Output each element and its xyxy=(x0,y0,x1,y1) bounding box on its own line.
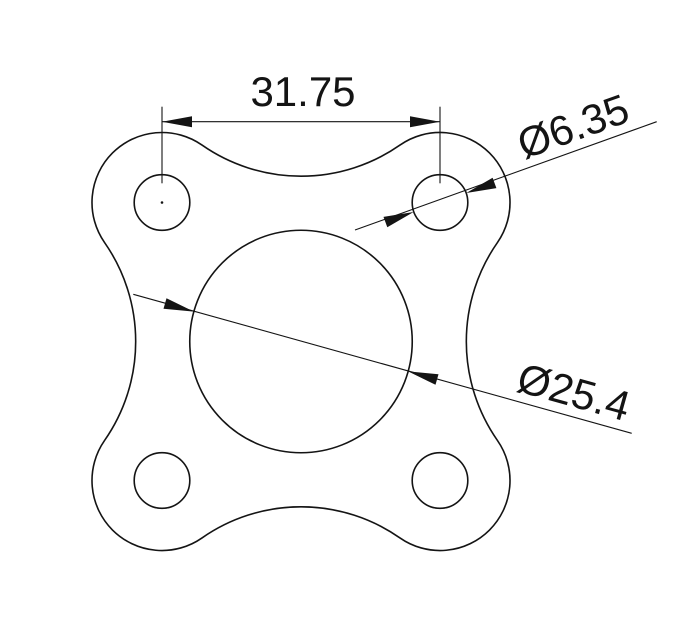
dim-bore-diameter: Ø25.4 xyxy=(133,293,635,434)
hole-bottom-left xyxy=(133,451,191,510)
dimension-label-hole-spacing: 31.75 xyxy=(250,68,355,115)
dim-hole-spacing: 31.75 xyxy=(161,68,441,184)
leader-line xyxy=(354,121,657,231)
arrowhead-left xyxy=(163,298,194,312)
center-bore-circle xyxy=(188,229,414,454)
arrowhead-lower-left xyxy=(383,212,414,228)
leader-line xyxy=(133,293,632,434)
dimension-label-hole-diameter: Ø6.35 xyxy=(511,85,635,168)
arrowhead-left xyxy=(162,116,192,128)
hole-center-mark xyxy=(160,201,164,204)
arrowhead-right xyxy=(408,371,439,385)
hole-bottom-right xyxy=(411,451,469,510)
part-outline xyxy=(91,131,511,552)
arrowhead-right xyxy=(410,116,440,128)
dim-hole-diameter: Ø6.35 xyxy=(354,85,657,231)
arrowhead-upper-right xyxy=(466,177,497,193)
dimension-label-bore-diameter: Ø25.4 xyxy=(512,354,635,430)
